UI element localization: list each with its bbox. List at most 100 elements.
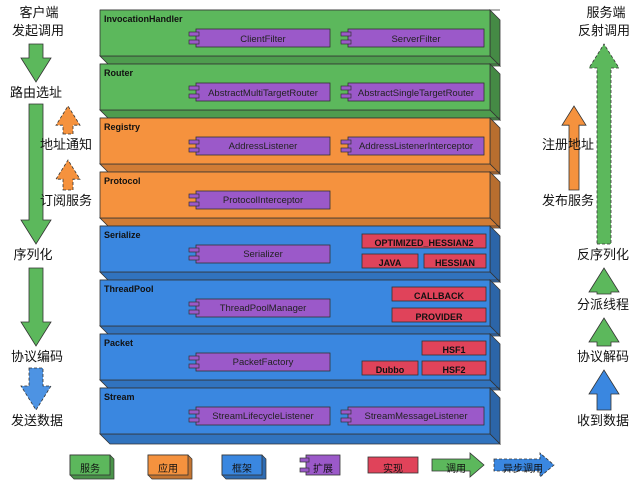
impl-box-hsf1 — [421, 340, 487, 356]
layer-title-protocol: Protocol — [104, 176, 141, 186]
component-plug-icon — [188, 93, 200, 99]
left-title-line2: 发起调用 — [11, 24, 64, 39]
right-dispatch-label: 分派线程 — [576, 298, 629, 313]
right-decode-label: 协议解码 — [576, 350, 629, 365]
layer-title-threadpool: ThreadPool — [104, 284, 154, 294]
impl-box-optimized_hessian2 — [361, 233, 487, 249]
legend-extension-swatch — [305, 454, 341, 476]
component-addresslistenerinterceptor: AddressListenerInterceptor — [358, 141, 474, 152]
impl-dubbo: Dubbo — [375, 365, 405, 375]
left-encode-label: 协议编码 — [10, 350, 63, 365]
impl-hessian: HESSIAN — [434, 258, 475, 268]
impl-provider: PROVIDER — [415, 312, 463, 322]
component-streammessagelistener: StreamMessageListener — [364, 411, 468, 422]
component-plug-icon — [188, 355, 200, 361]
impl-hsf2: HSF2 — [442, 365, 466, 375]
arrow-up-reflect-call — [588, 43, 620, 245]
component-box-addresslistenerinterceptor — [347, 136, 485, 156]
component-box-protocolinterceptor — [195, 190, 331, 210]
legend-framework-label: 框架 — [232, 464, 252, 475]
component-plug-icon — [188, 301, 200, 307]
arrow-down-async-call — [20, 367, 52, 411]
legend-extension-label: 扩展 — [313, 464, 333, 475]
component-box-clientfilter — [195, 28, 331, 48]
component-plug-icon — [340, 85, 352, 91]
component-plug-icon — [188, 31, 200, 37]
component-abstractmultitargetrouter: AbstractMultiTargetRouter — [208, 88, 318, 99]
impl-box-dubbo — [361, 360, 419, 376]
legend-application-label: 应用 — [158, 464, 178, 475]
component-abstractsingletargetrouter: AbstractSingleTargetRouter — [357, 88, 475, 99]
layer-bottom-stream — [99, 433, 501, 445]
arrow-up-dispatch — [588, 267, 620, 295]
layer-title-registry: Registry — [104, 122, 141, 132]
component-box-serializer — [195, 244, 331, 264]
impl-box-hsf2 — [421, 360, 487, 376]
component-threadpoolmanager: ThreadPoolManager — [219, 303, 307, 314]
component-plug-icon — [340, 409, 352, 415]
left-title-line1: 客户端 — [19, 6, 59, 21]
component-packetfactory: PacketFactory — [232, 357, 294, 368]
component-plug-icon — [188, 417, 200, 423]
layer-title-serialize: Serialize — [104, 230, 141, 240]
legend-call-label: 调用 — [446, 464, 466, 475]
layer-title-router: Router — [104, 68, 133, 78]
component-box-abstractmultitargetrouter — [195, 82, 331, 102]
arrow-down-call-3 — [20, 267, 52, 347]
component-box-packetfactory — [195, 352, 331, 372]
component-box-serverfilter — [347, 28, 485, 48]
impl-box-callback — [391, 286, 487, 302]
left-routing-label: 路由选址 — [9, 86, 62, 101]
arrow-down-call-2 — [20, 103, 52, 245]
left-address-notify-label: 地址通知 — [40, 138, 93, 153]
left-send-label: 发送数据 — [10, 414, 63, 429]
right-register-label: 注册地址 — [542, 138, 595, 153]
legend-implementation-swatch — [367, 456, 419, 474]
legend-call-arrow — [431, 452, 485, 478]
legend-async-call-arrow — [493, 452, 555, 478]
component-serverfilter: ServerFilter — [391, 34, 441, 45]
legend-service-swatch — [69, 454, 111, 476]
component-plug-icon — [188, 255, 200, 261]
component-plug-icon — [340, 147, 352, 153]
legend-async-call-label: 异步调用 — [503, 464, 543, 475]
component-plug-icon — [188, 363, 200, 369]
arrow-up-receive — [588, 369, 620, 411]
component-plug-icon — [340, 31, 352, 37]
component-streamlifecyclelistener: StreamLifecycleListener — [212, 411, 314, 422]
component-plug-icon — [188, 201, 200, 207]
left-serialize-label: 序列化 — [13, 248, 53, 263]
component-plug-icon — [188, 193, 200, 199]
component-box-abstractsingletargetrouter — [347, 82, 485, 102]
component-plug-icon — [188, 139, 200, 145]
impl-box-java — [361, 253, 419, 269]
right-title-line1: 服务端 — [586, 6, 626, 21]
layer-title-packet: Packet — [104, 338, 134, 348]
component-plug-icon — [188, 85, 200, 91]
right-publish-label: 发布服务 — [542, 194, 595, 209]
component-plug-icon — [340, 93, 352, 99]
right-title-line2: 反射调用 — [577, 24, 630, 39]
component-serializer: Serializer — [243, 249, 283, 260]
component-plug-icon — [188, 309, 200, 315]
component-plug-icon — [188, 147, 200, 153]
impl-optimized-hessian2: OPTIMIZED_HESSIAN2 — [374, 238, 474, 248]
component-box-streamlifecyclelistener — [195, 406, 331, 426]
component-clientfilter: ClientFilter — [240, 34, 286, 45]
impl-box-provider — [391, 307, 487, 323]
impl-box-hessian — [423, 253, 487, 269]
arrow-up-address-notify — [55, 105, 81, 135]
legend-implementation-label: 实现 — [383, 464, 403, 475]
component-box-threadpoolmanager — [195, 298, 331, 318]
impl-hsf1: HSF1 — [442, 345, 466, 355]
component-box-streammessagelistener — [347, 406, 485, 426]
layer-title-stream: Stream — [104, 392, 135, 402]
arrow-up-decode — [588, 317, 620, 347]
component-plug-icon — [188, 247, 200, 253]
component-addresslistener: AddressListener — [228, 141, 298, 152]
legend-application-swatch — [147, 454, 189, 476]
legend-plug-icon — [299, 457, 310, 463]
component-plug-icon — [188, 409, 200, 415]
